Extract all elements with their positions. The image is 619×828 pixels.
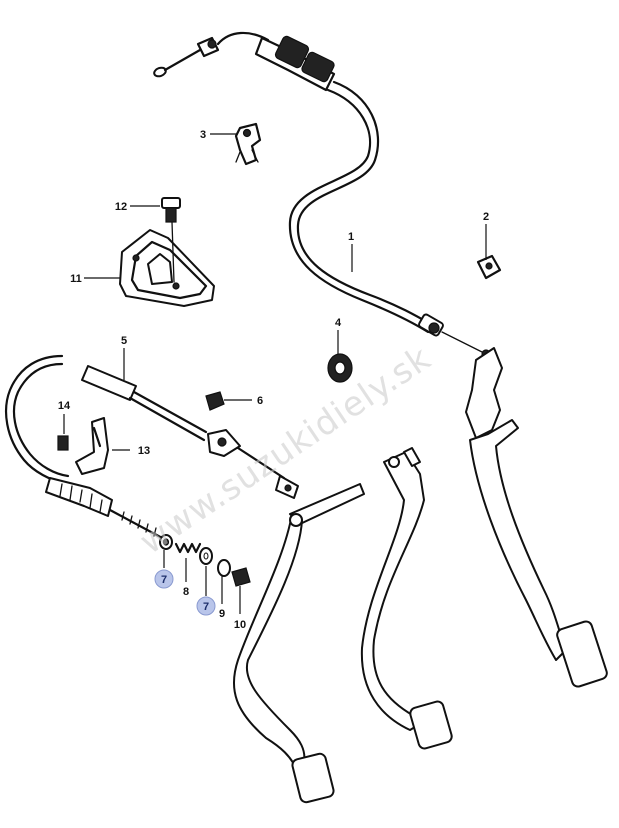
callout-13[interactable]: 13	[138, 445, 150, 457]
callout-10[interactable]: 10	[234, 619, 246, 631]
callout-2[interactable]: 2	[483, 211, 489, 223]
cable-clip[interactable]	[476, 254, 502, 280]
callout-14[interactable]: 14	[58, 400, 71, 412]
cable-bracket-13[interactable]	[75, 417, 109, 475]
watermark-text: www.suzukidiely.sk	[133, 338, 439, 562]
accelerator-pedal[interactable]	[465, 347, 608, 688]
clutch-cable[interactable]	[4, 354, 299, 542]
grommet[interactable]	[327, 353, 353, 383]
callout-8[interactable]: 8	[183, 586, 189, 598]
callout-12[interactable]: 12	[115, 201, 127, 213]
washer-9[interactable]	[217, 559, 231, 577]
callout-4[interactable]: 4	[335, 317, 342, 329]
cable-bracket[interactable]	[119, 221, 215, 307]
callout-3[interactable]: 3	[200, 129, 206, 141]
bolt-14[interactable]	[57, 435, 69, 451]
nut-10[interactable]	[231, 567, 251, 587]
callout-9[interactable]: 9	[219, 608, 225, 620]
callout-1[interactable]: 1	[348, 231, 354, 243]
callout-11[interactable]: 11	[70, 273, 82, 285]
clutch-pedal[interactable]	[232, 483, 365, 804]
callout-7b-badge[interactable]: 7	[196, 596, 216, 616]
nut-7a[interactable]	[159, 534, 173, 550]
brake-pedal[interactable]	[360, 447, 453, 750]
callout-7b[interactable]: 7	[203, 601, 209, 613]
return-spring[interactable]	[174, 542, 202, 554]
clip-6[interactable]	[205, 391, 225, 411]
bolt-12[interactable]	[161, 197, 181, 223]
callout-5[interactable]: 5	[121, 335, 127, 347]
accelerator-cable[interactable]	[153, 31, 491, 359]
leader-lines	[63, 133, 487, 614]
washer-7b[interactable]	[199, 547, 213, 565]
callout-7a-badge[interactable]: 7	[154, 569, 174, 589]
callout-7a[interactable]: 7	[161, 574, 167, 586]
callout-6[interactable]: 6	[257, 395, 263, 407]
cable-clamp[interactable]	[234, 122, 262, 166]
